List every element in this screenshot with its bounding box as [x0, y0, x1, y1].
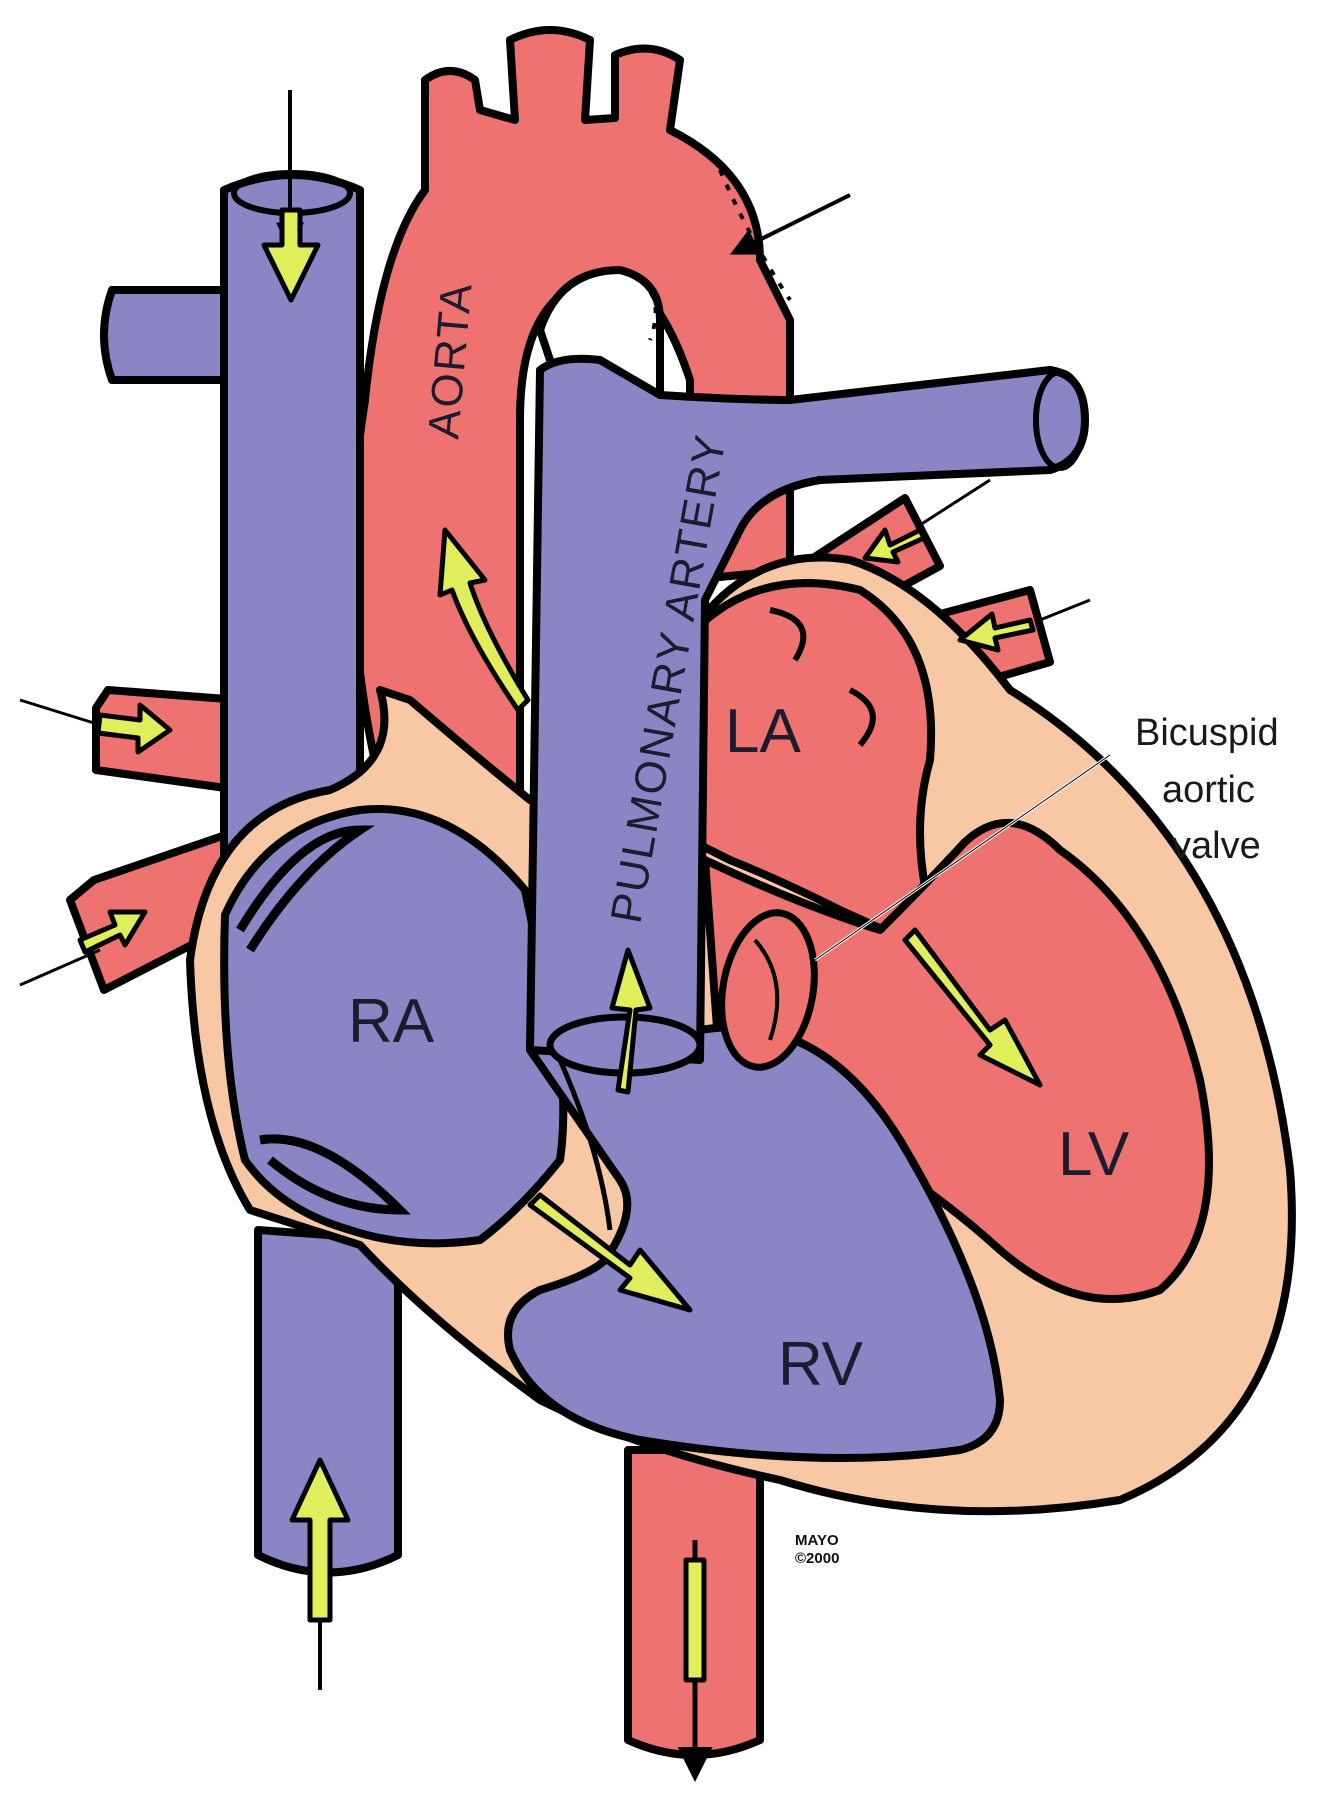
flow-arrow-svc [261, 207, 321, 303]
label-ra: RA [348, 987, 435, 1056]
coarctation-dotted-outline-right [718, 169, 792, 302]
mitral-leaflet-curl-lower [848, 687, 876, 747]
bicuspid-callout-leader-outline [814, 754, 1111, 961]
callout-bicuspid: Bicuspid [1135, 712, 1279, 754]
label-la: LA [725, 697, 801, 766]
flow-arrow-lv [902, 927, 1043, 1088]
coarctation-pointer [729, 193, 851, 255]
mitral-leaflet-curl-upper [769, 607, 807, 662]
coarctation-dotted-outline-left [638, 278, 658, 341]
left-ventricle [701, 818, 1213, 1303]
flow-arrow-pulmonary [609, 947, 653, 1095]
lpv-lower-pointer [1039, 598, 1091, 622]
flow-arrow-ivc [289, 1457, 351, 1623]
flow-arrow-descending-aorta [683, 1557, 707, 1683]
flow-arrow-aorta [437, 527, 531, 713]
callout-valve: valve [1172, 825, 1261, 867]
aortic-valve-commissure [753, 938, 780, 1041]
flow-arrows [77, 207, 1043, 1683]
flow-arrow-rpv-upper [95, 702, 173, 755]
svc-ostium [236, 825, 375, 953]
brachiocephalic-vein [100, 286, 234, 384]
rpv-upper-pointer [19, 698, 111, 730]
flow-arrow-lpv-upper [862, 527, 927, 565]
label-rv: RV [778, 1330, 864, 1399]
flow-arrow-rv [527, 1192, 693, 1313]
tricuspid-leaflet [557, 1058, 613, 1231]
pulmonary-artery-distal-opening [1033, 369, 1087, 471]
lpv-upper-pointer [919, 478, 991, 527]
right-ventricle [504, 1023, 1004, 1462]
inferior-vena-cava [254, 1226, 402, 1577]
callout-aortic: aortic [1162, 769, 1255, 811]
credit-mayo: MAYO [795, 1532, 839, 1549]
ivc-ostium [259, 1134, 411, 1215]
right-pulmonary-vein-upper [92, 686, 244, 794]
right-atrium [220, 805, 568, 1248]
credit-year: ©2000 [795, 1550, 839, 1567]
flow-arrow-lpv-lower [957, 611, 1036, 653]
left-atrium [686, 579, 954, 964]
bicuspid-aortic-valve [718, 909, 818, 1071]
rpv-lower-pointer [19, 948, 101, 987]
flow-arrow-rpv-lower [77, 909, 148, 955]
label-lv: LV [1058, 1120, 1130, 1189]
